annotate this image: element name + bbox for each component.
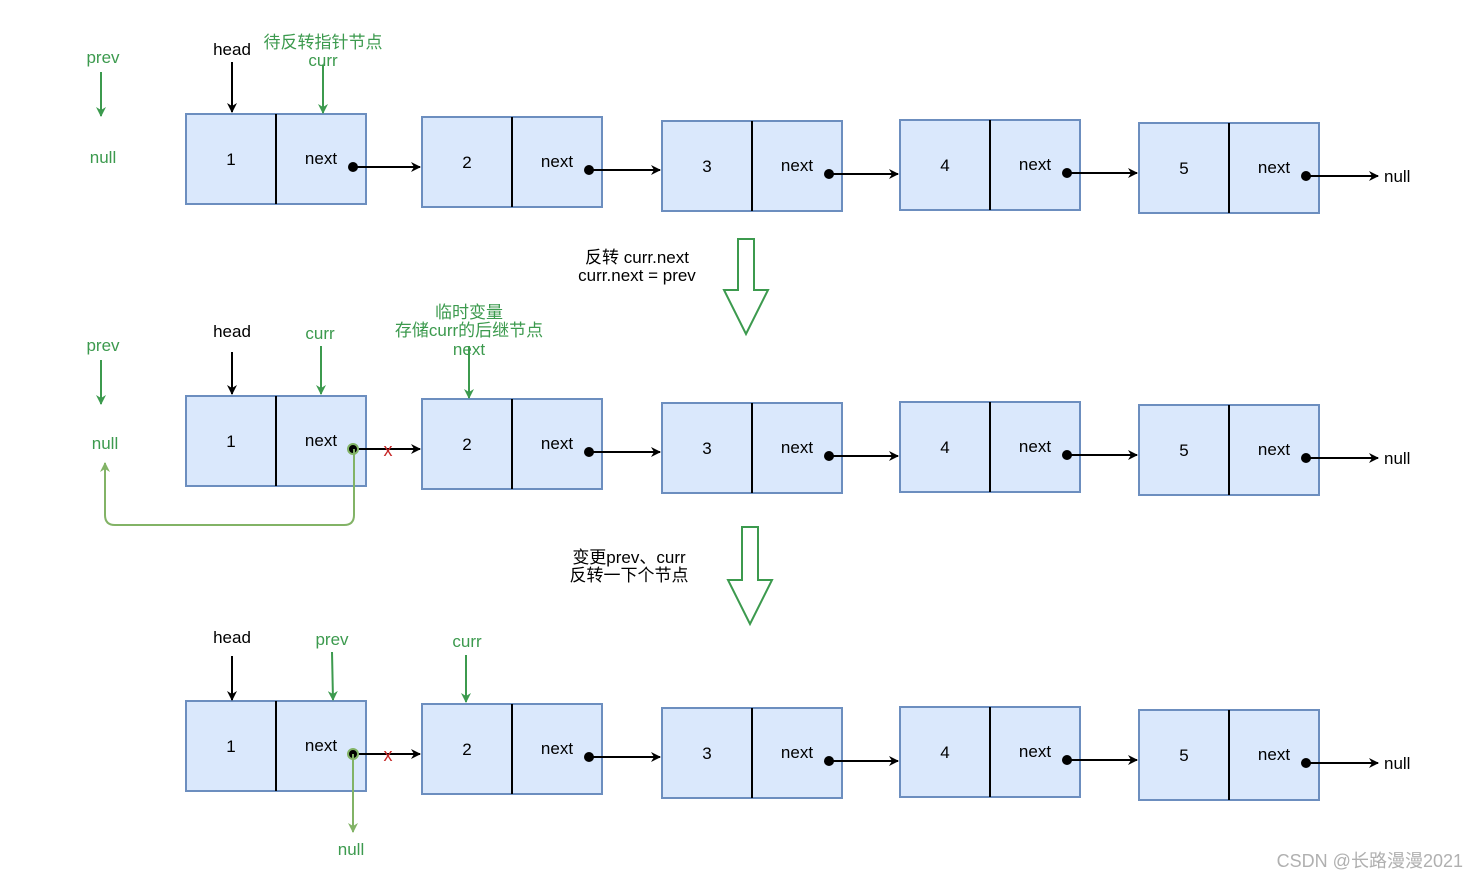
- list-row-1: 1 next 2 next 3 next 4 next 5 next null: [185, 113, 1410, 214]
- pointer-dot: [1301, 453, 1311, 463]
- pointer-dot: [584, 165, 594, 175]
- curr-label: curr: [452, 632, 482, 651]
- node-next-label: next: [781, 156, 813, 175]
- pointer-dot: [348, 162, 358, 172]
- row3-annotations: head prev curr null: [213, 628, 482, 859]
- prev-label: prev: [315, 630, 349, 649]
- tail-null-label: null: [1384, 754, 1410, 773]
- list-node: 5 next null: [1138, 709, 1410, 801]
- list-node: 4 next: [899, 401, 1138, 493]
- step1: 反转 curr.next curr.next = prev: [578, 238, 770, 337]
- broken-link-mark: x: [384, 745, 393, 765]
- list-node: 3 next: [661, 120, 899, 212]
- pointer-dot: [584, 447, 594, 457]
- node-value: 5: [1179, 746, 1188, 765]
- curr-label: curr: [308, 51, 338, 70]
- list-node: 4 next: [899, 119, 1138, 211]
- big-down-arrow-icon: [726, 526, 774, 627]
- step2: 变更prev、curr 反转一下个节点: [570, 526, 774, 627]
- list-node: 3 next: [661, 707, 899, 799]
- reversed-link-to-null: [100, 449, 355, 526]
- node-next-label: next: [1019, 155, 1051, 174]
- pointer-dot: [1062, 168, 1072, 178]
- head-label: head: [213, 40, 251, 59]
- prev-null-label: null: [90, 148, 116, 167]
- list-node: 1 next x: [185, 395, 421, 487]
- list-node: 3 next: [661, 402, 899, 494]
- row2-annotations: prev null head curr 临时变量 存储curr的后继节点 nex…: [86, 303, 543, 526]
- next-note-1: 临时变量: [435, 303, 503, 322]
- node-rows: 1 next 2 next 3 next 4 next 5 next null 1 next x 2 next…: [185, 113, 1410, 801]
- node-value: 2: [462, 740, 471, 759]
- pointer-dot: [1301, 171, 1311, 181]
- head-label: head: [213, 322, 251, 341]
- list-node: 2 next: [421, 116, 661, 208]
- list-node: 1 next: [185, 113, 421, 205]
- node-next-label: next: [305, 431, 337, 450]
- pointer-dot: [824, 756, 834, 766]
- head-label: head: [213, 628, 251, 647]
- node-next-label: next: [1258, 158, 1290, 177]
- node-value: 2: [462, 153, 471, 172]
- node-next-label: next: [781, 438, 813, 457]
- pointer-dot: [1301, 758, 1311, 768]
- node-next-label: next: [541, 152, 573, 171]
- step2-line2: 反转一下个节点: [570, 566, 689, 585]
- prev-label: prev: [86, 48, 120, 67]
- watermark: CSDN @长路漫漫2021: [1277, 851, 1463, 871]
- pointer-dot: [824, 169, 834, 179]
- pointer-dot: [584, 752, 594, 762]
- list-row-3: 1 next x 2 next 3 next 4 next 5 next null: [185, 700, 1410, 801]
- prev-arrow: [327, 651, 338, 701]
- list-node: 5 next null: [1138, 122, 1410, 214]
- node-value: 5: [1179, 441, 1188, 460]
- node-value: 3: [702, 157, 711, 176]
- node-value: 5: [1179, 159, 1188, 178]
- pointer-dot: [1062, 450, 1072, 460]
- list-node: 1 next x: [185, 700, 421, 792]
- pointer-dot: [1062, 755, 1072, 765]
- tail-null-label: null: [1384, 167, 1410, 186]
- node-value: 1: [226, 737, 235, 756]
- node-next-label: next: [1258, 745, 1290, 764]
- node-value: 4: [940, 743, 949, 762]
- node-value: 1: [226, 432, 235, 451]
- node-next-label: next: [1019, 742, 1051, 761]
- node-next-label: next: [1258, 440, 1290, 459]
- node-next-label: next: [541, 739, 573, 758]
- node-value: 2: [462, 435, 471, 454]
- prev-label: prev: [86, 336, 120, 355]
- big-down-arrow-icon: [722, 238, 770, 337]
- broken-link-mark: x: [384, 440, 393, 460]
- list-node: 2 next: [421, 398, 661, 490]
- curr-note: 待反转指针节点: [264, 33, 383, 52]
- curr-label: curr: [305, 324, 335, 343]
- prev-null-label: null: [92, 434, 118, 453]
- list-node: 2 next: [421, 703, 661, 795]
- node-next-label: next: [781, 743, 813, 762]
- node-value: 3: [702, 439, 711, 458]
- tail-null-label: null: [1384, 449, 1410, 468]
- row1-annotations: prev null head 待反转指针节点 curr: [86, 33, 382, 167]
- node-next-label: next: [1019, 437, 1051, 456]
- step1-line1: 反转 curr.next: [585, 248, 689, 267]
- node1-null-label: null: [338, 840, 364, 859]
- node-value: 1: [226, 150, 235, 169]
- node-next-label: next: [541, 434, 573, 453]
- node-value: 4: [940, 156, 949, 175]
- step1-line2: curr.next = prev: [578, 266, 696, 285]
- list-node: 5 next null: [1138, 404, 1410, 496]
- list-row-2: 1 next x 2 next 3 next 4 next 5 next null: [185, 395, 1410, 496]
- step2-line1: 变更prev、curr: [572, 548, 686, 567]
- list-node: 4 next: [899, 706, 1138, 798]
- next-note-2: 存储curr的后继节点: [395, 321, 543, 340]
- node-next-label: next: [305, 149, 337, 168]
- node-value: 3: [702, 744, 711, 763]
- pointer-dot: [824, 451, 834, 461]
- node-value: 4: [940, 438, 949, 457]
- node-next-label: next: [305, 736, 337, 755]
